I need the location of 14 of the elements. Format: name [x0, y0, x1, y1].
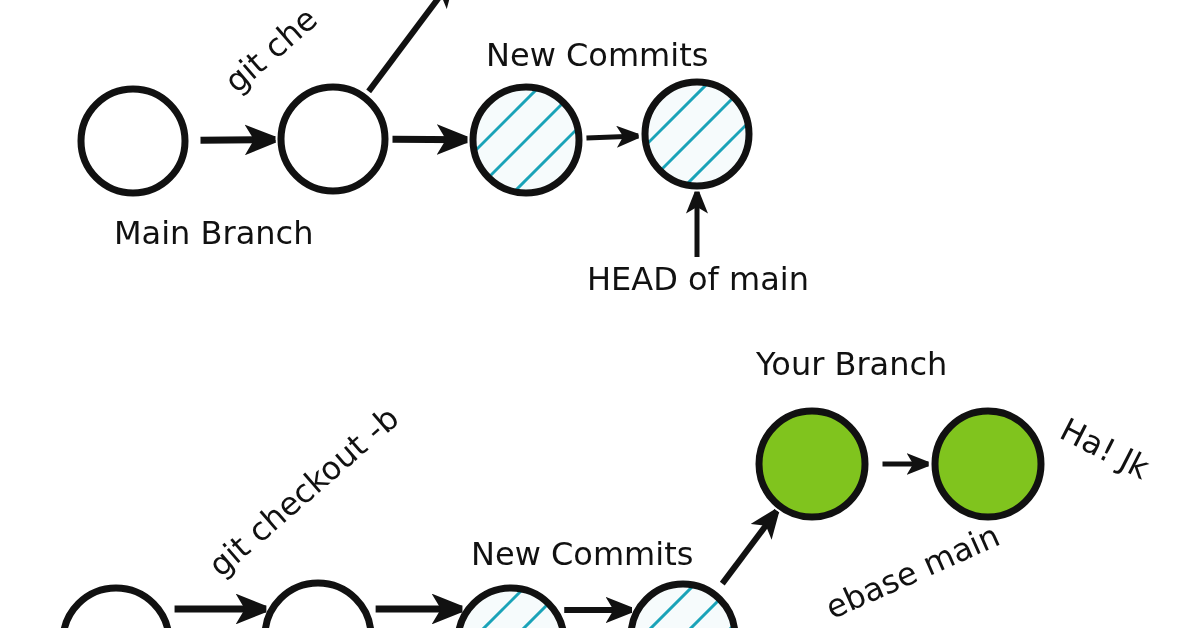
- empty-circle: [277, 83, 389, 195]
- filled-circle: [755, 407, 869, 521]
- command-label: git che: [219, 2, 323, 98]
- hatched-circle: [641, 78, 753, 190]
- branch-label: Your Branch: [756, 348, 948, 380]
- branch-label: Main Branch: [114, 217, 314, 249]
- pointer-label: HEAD of main: [587, 263, 809, 295]
- empty-circle: [77, 85, 189, 197]
- hatched-circle: [469, 83, 583, 197]
- group-label: New Commits: [471, 538, 694, 570]
- group-label: New Commits: [486, 39, 709, 71]
- note-text: Ha! Jk: [1055, 413, 1155, 485]
- command-label: ebase main: [821, 519, 1004, 624]
- filled-circle: [931, 407, 1045, 521]
